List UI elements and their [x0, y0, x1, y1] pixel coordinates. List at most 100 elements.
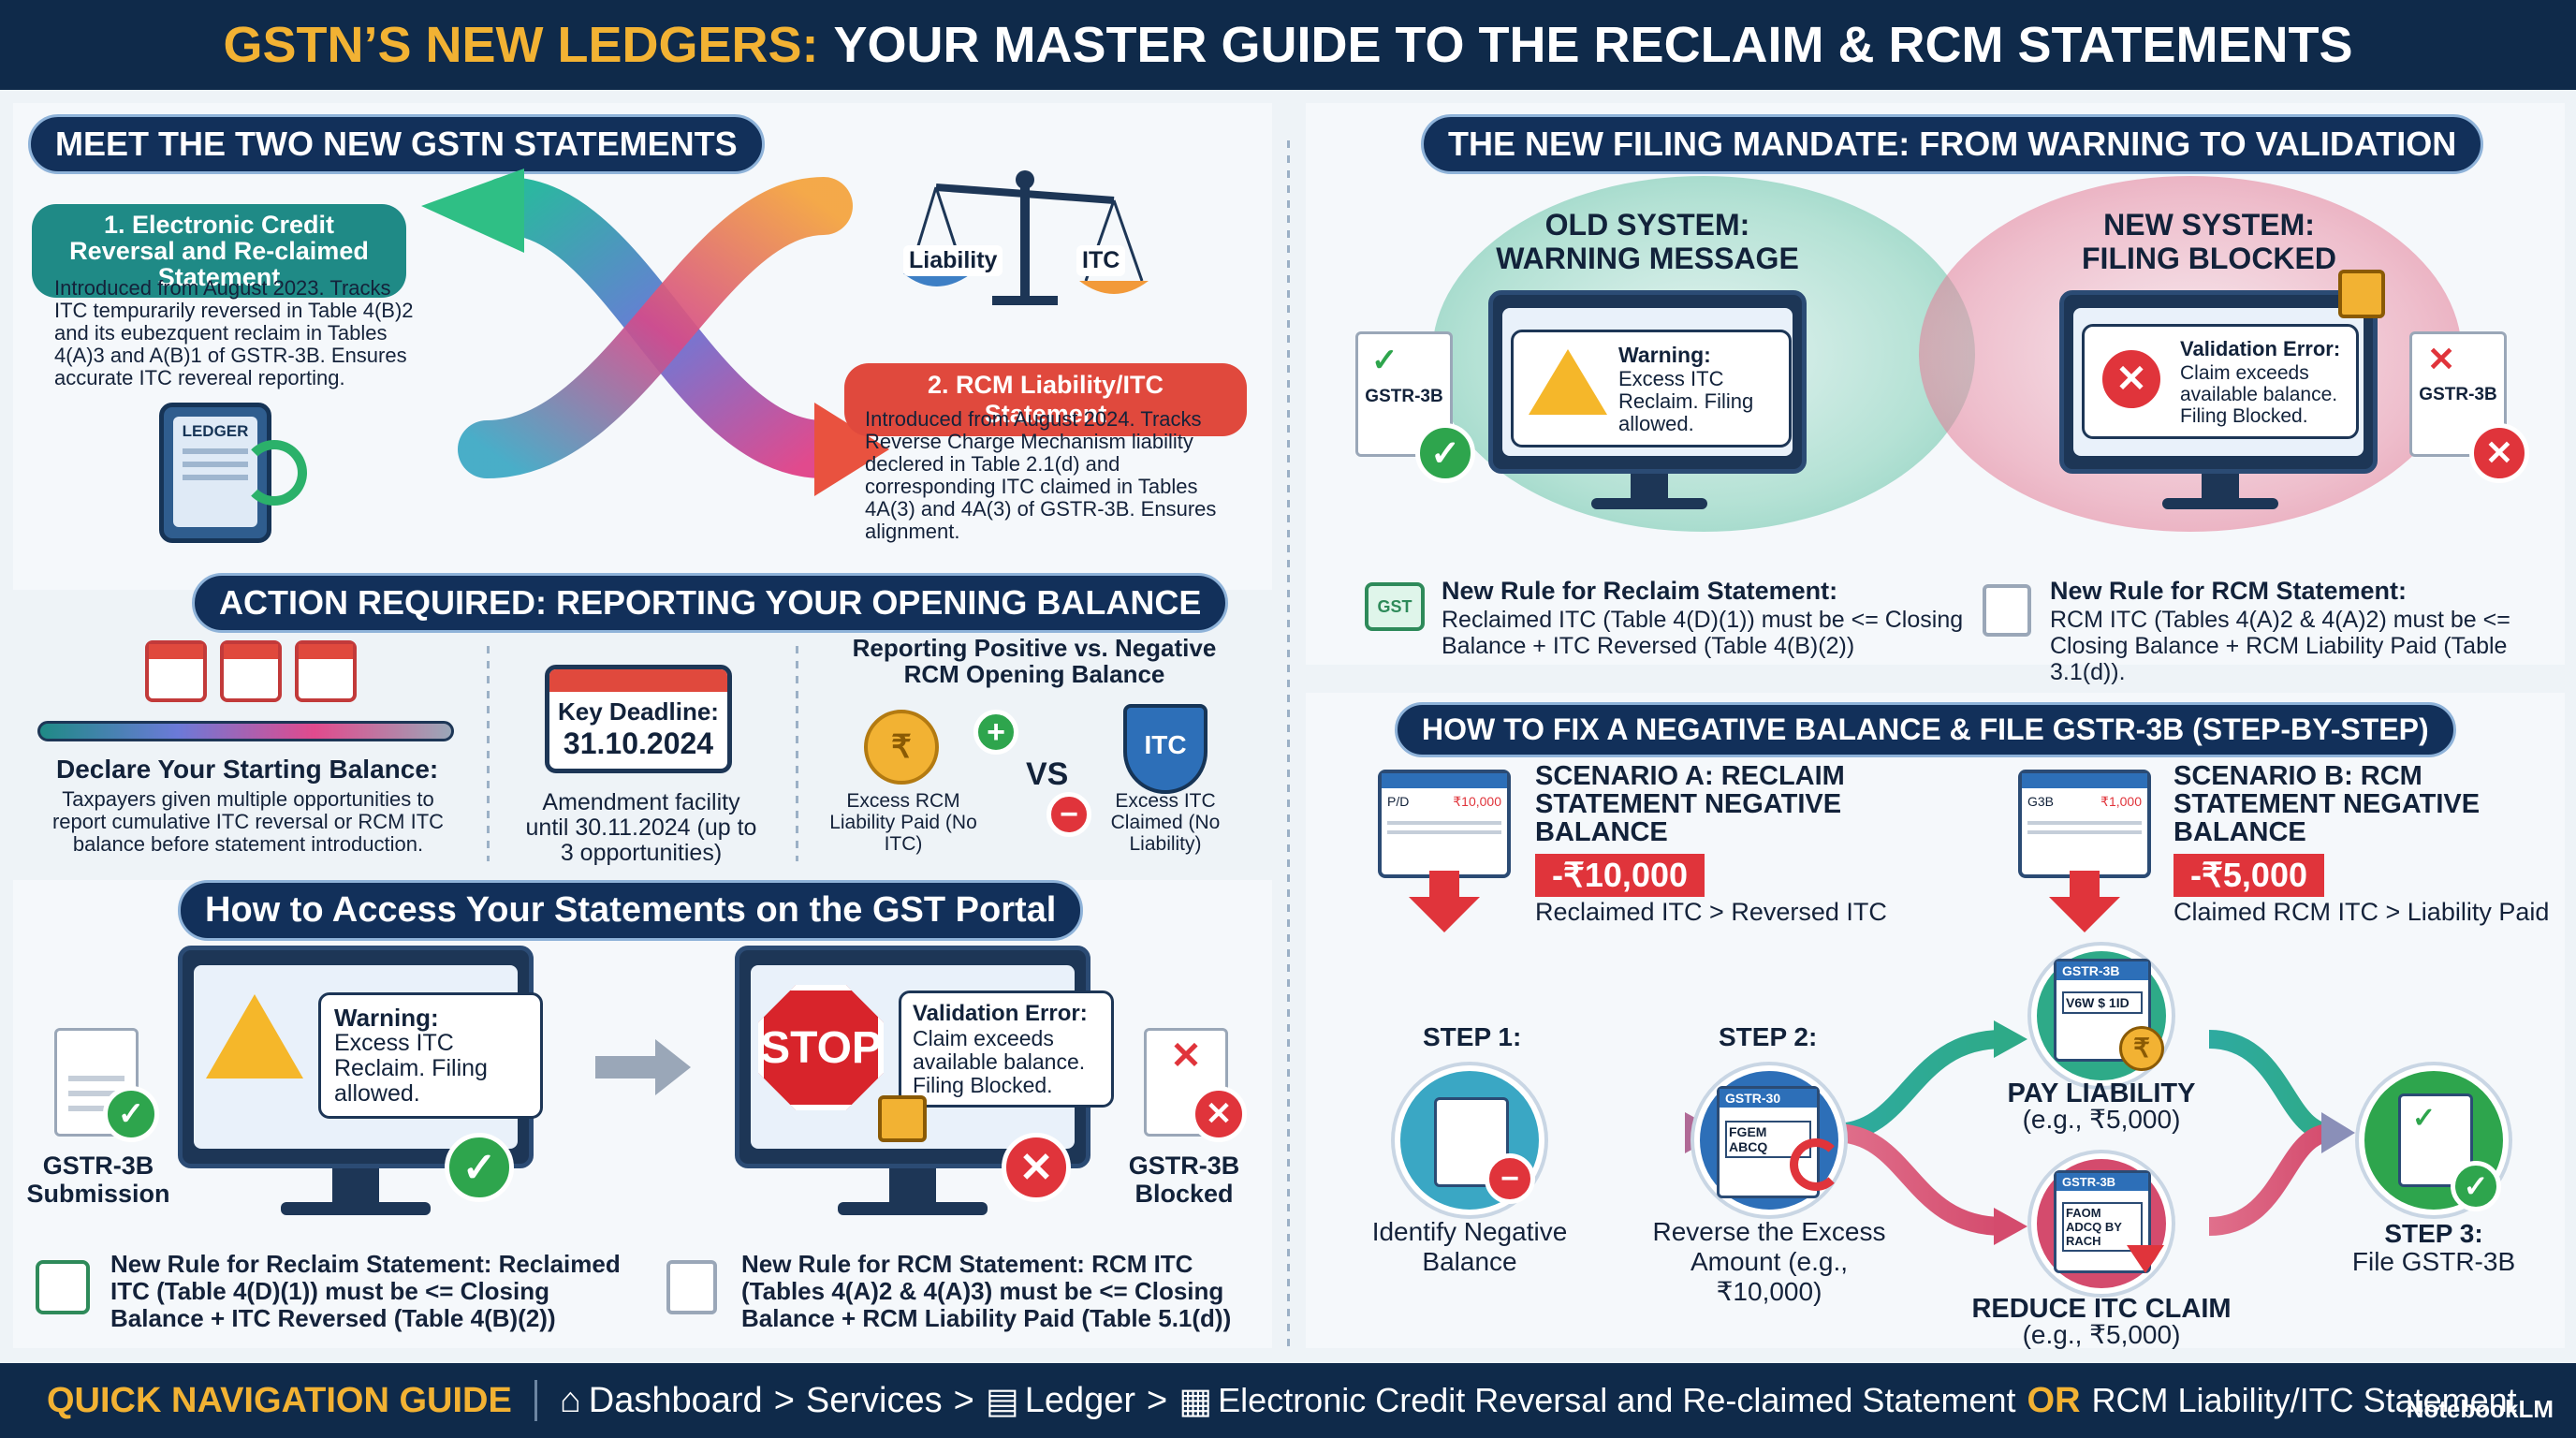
document-icon: ▦	[1178, 1381, 1213, 1421]
nav-label: QUICK NAVIGATION GUIDE	[47, 1380, 512, 1420]
reverse-arrow-icon	[1790, 1138, 1842, 1191]
nav-dashboard-link[interactable]: Dashboard	[588, 1380, 763, 1420]
check-icon: ✓	[2451, 1161, 2501, 1211]
lock-icon	[878, 1095, 927, 1142]
warning-triangle-icon	[1529, 349, 1607, 415]
gstr-doc-icon: ✓	[2398, 1093, 2473, 1187]
quick-nav-bar: QUICK NAVIGATION GUIDE ⌂ Dashboard > Ser…	[0, 1363, 2576, 1438]
deadline-calendar-icon: Key Deadline: 31.10.2024	[545, 665, 732, 773]
scenario-a-amount: -₹10,000	[1535, 854, 1705, 897]
new-validation-box: ✕ Validation Error: Claim exceeds availa…	[2082, 324, 2359, 439]
pay-eg: (e.g., ₹5,000)	[2022, 1105, 2181, 1134]
step2-doc: GSTR-30	[1720, 1089, 1817, 1108]
declare-text: Taxpayers given multiple opportunities t…	[51, 787, 445, 856]
scenario-b-sub: Claimed RCM ITC > Liability Paid	[2174, 898, 2550, 926]
spreadsheet-icon	[1434, 1097, 1509, 1187]
reduce-doc: GSTR-3B	[2056, 1173, 2148, 1191]
pay-doc: GSTR-3B	[2056, 961, 2148, 980]
gstr-submission-label: GSTR-3B Submission	[26, 1152, 170, 1208]
calendar-group	[145, 640, 357, 702]
mandate-heading: THE NEW FILING MANDATE: FROM WARNING TO …	[1421, 114, 2484, 174]
pay-label: PAY LIABILITY	[2007, 1078, 2196, 1108]
fix-panel	[1306, 693, 2565, 1348]
nav-ledger-link[interactable]: Ledger	[1024, 1380, 1136, 1420]
arrow-shaft	[2070, 871, 2100, 901]
step1-label: STEP 1:	[1423, 1022, 1522, 1051]
calendar-check-icon	[36, 1260, 90, 1314]
validation-box: Validation Error: Claim exceeds availabl…	[899, 990, 1114, 1108]
arrow-shaft	[595, 1056, 661, 1078]
pay-form: V6W $ 1ID	[2062, 991, 2143, 1014]
monitor-base	[838, 1202, 988, 1215]
x-icon: ✕	[2469, 423, 2529, 483]
spreadsheet-b-icon: G3B ₹1,000	[2018, 770, 2151, 878]
refresh-arrow-icon	[242, 440, 307, 506]
itc-shield-icon: ITC	[1123, 704, 1208, 794]
gstr-doc-icon	[54, 1028, 139, 1137]
reduce-eg: (e.g., ₹5,000)	[2022, 1320, 2181, 1349]
nav-or: OR	[2027, 1380, 2081, 1420]
monitor-base	[281, 1202, 431, 1215]
reduce-label: REDUCE ITC CLAIM	[1971, 1294, 2232, 1324]
monitor-base	[1591, 498, 1707, 509]
gst-hand-icon: GST	[1365, 582, 1425, 631]
step3-label: STEP 3:	[2384, 1219, 2483, 1248]
x-icon: ✕	[2098, 345, 2165, 413]
ledger-label: LEDGER	[182, 422, 249, 440]
x-icon: ✕	[1002, 1133, 1071, 1202]
monitor-base	[2162, 498, 2278, 509]
old-warning-text: Excess ITC Reclaim. Filing allowed.	[1618, 367, 1754, 435]
scenario-b-amount: -₹5,000	[2174, 854, 2324, 897]
gstr-form-icon: GSTR-3B FAOM ADCQ BY RACH	[2054, 1170, 2151, 1273]
flow-connectors	[1544, 1020, 2355, 1245]
reduce-form: FAOM ADCQ BY RACH	[2062, 1202, 2143, 1252]
calendar-icon	[295, 640, 357, 702]
stop-sign-icon: STOP	[758, 985, 884, 1110]
nav-ecr-link[interactable]: Electronic Credit Reversal and Re-claime…	[1218, 1381, 2016, 1419]
scale-right-label: ITC	[1076, 245, 1126, 276]
action-heading: ACTION REQUIRED: REPORTING YOUR OPENING …	[192, 573, 1229, 633]
arrow-shaft	[1429, 871, 1459, 901]
old-gstr-label: GSTR-3B	[1365, 387, 1443, 406]
amend-text: Amendment facility until 30.11.2024 (up …	[525, 789, 757, 866]
new-system-title: NEW SYSTEM: FILING BLOCKED	[2082, 208, 2336, 275]
old-system-title: OLD SYSTEM: WARNING MESSAGE	[1496, 208, 1799, 275]
calendar-icon	[145, 640, 207, 702]
stmt2-title: 2. RCM Liability/ITC Statement	[844, 363, 1247, 436]
sheet-b-value: ₹1,000	[2100, 794, 2142, 809]
old-warning-box: Warning: Excess ITC Reclaim. Filing allo…	[1511, 330, 1792, 448]
warning-title: Warning:	[334, 1004, 439, 1032]
access-rule2: New Rule for RCM Statement: RCM ITC (Tab…	[741, 1250, 1232, 1332]
reduce-circle: GSTR-3B FAOM ADCQ BY RACH	[2031, 1153, 2172, 1294]
stmt1-text: Introduced from August 2023. Tracks ITC …	[54, 276, 414, 389]
title-bar: GSTN’S NEW LEDGERS: YOUR MASTER GUIDE TO…	[0, 0, 2576, 90]
warning-text: Excess ITC Reclaim. Filing allowed.	[334, 1030, 488, 1107]
stmt2-text: Introduced from August 2024. Tracks Reve…	[865, 407, 1217, 543]
calendar-icon	[220, 640, 282, 702]
access-heading: How to Access Your Statements on the GST…	[178, 880, 1084, 941]
down-arrow-icon	[2127, 1245, 2164, 1273]
meet-heading: MEET THE TWO NEW GSTN STATEMENTS	[28, 114, 765, 174]
monitor-stand	[889, 1168, 936, 1206]
step2-text: Reverse the Excess Amount (e.g., ₹10,000…	[1652, 1217, 1886, 1306]
lock-icon	[2338, 270, 2385, 318]
scenario-a-title: SCENARIO A: RECLAIM STATEMENT NEGATIVE B…	[1535, 761, 1845, 847]
stmt1-title: 1. Electronic Credit Reversal and Re-cla…	[32, 204, 406, 298]
minus-icon: −	[1485, 1153, 1535, 1204]
watermark-notebooklm: NotebookLM	[2406, 1395, 2554, 1423]
nav-rcm-link[interactable]: RCM Liability/ITC Statement	[2091, 1381, 2517, 1419]
column-divider	[1287, 140, 1290, 1348]
action-divider-2	[796, 646, 798, 861]
scenario-b-title: SCENARIO B: RCM STATEMENT NEGATIVE BALAN…	[2174, 761, 2481, 847]
monitor-stand	[332, 1168, 379, 1206]
action-divider-1	[487, 646, 490, 861]
nav-services-link[interactable]: Services	[805, 1380, 943, 1420]
mandate-rule1-text: Reclaimed ITC (Table 4(D)(1)) must be <=…	[1442, 607, 1964, 659]
sheet-b-tag: G3B	[2027, 794, 2055, 809]
chevron-right-icon: >	[773, 1380, 795, 1420]
ledger-icon: ▤	[985, 1381, 1019, 1421]
right-arrow-icon	[655, 1039, 691, 1095]
vs-label: VS	[1026, 756, 1069, 792]
posneg-title: Reporting Positive vs. Negative RCM Open…	[852, 634, 1217, 688]
minus-icon: −	[1046, 792, 1091, 837]
